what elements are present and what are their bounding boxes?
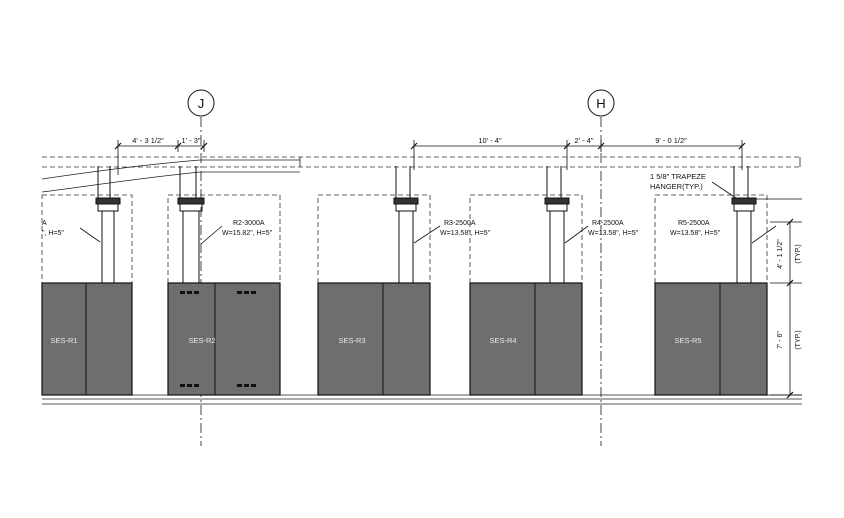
- grid-bubble-j[interactable]: J: [187, 89, 215, 117]
- dim-top-5: 9' - 0 1/2": [655, 136, 687, 145]
- callout-r4-line2: W=13.58", H=5": [588, 230, 639, 237]
- grid-lines: [200, 117, 602, 446]
- callout-r2-line1: R2-3000A: [233, 220, 265, 227]
- callout-r2-line2: W=15.82", H=5": [222, 230, 273, 237]
- callout-r3-line1: R3-2500A: [444, 220, 476, 227]
- callout-leaders: [79, 225, 777, 245]
- riser-r1: [95, 166, 121, 283]
- callout-r5-line2: W=13.58", H=5": [670, 230, 721, 237]
- panel-ses-r1[interactable]: SES-R1: [41, 282, 133, 396]
- dim-right-upper: 4' - 1 1/2": [777, 239, 784, 269]
- panel-label: SES-R1: [50, 336, 77, 345]
- panel-ses-r3[interactable]: SES-R3: [317, 282, 431, 396]
- panel-ses-r2[interactable]: SES-R2: [167, 282, 281, 396]
- panel-label: SES-R5: [674, 336, 701, 345]
- riser-r5: [731, 166, 757, 283]
- dim-right-upper-note: (TYP.): [795, 244, 802, 263]
- panel-ses-r5[interactable]: SES-R5: [654, 282, 768, 396]
- dim-right-lower-note: (TYP.): [795, 330, 802, 349]
- panels: SES-R1 SES-R2 SES-R3 SES-R4 SE: [41, 282, 768, 396]
- grid-bubble-h-label: H: [596, 96, 605, 111]
- panel-label: SES-R2: [188, 336, 215, 345]
- ceiling-lines: [41, 156, 802, 193]
- panel-label: SES-R3: [338, 336, 365, 345]
- riser-r3: [393, 166, 419, 283]
- trapeze-leader: [711, 181, 737, 199]
- dim-top-3: 10' - 4": [478, 136, 502, 145]
- riser-r4: [544, 166, 570, 283]
- floor-lines: [42, 394, 802, 405]
- dim-right-lower: 7' - 6": [777, 331, 784, 349]
- trapeze-note-line2: HANGER(TYP.): [650, 182, 703, 191]
- riser-r2: [177, 166, 205, 283]
- trapeze-note-line1: 1 5/8" TRAPEZE: [650, 172, 706, 181]
- dim-top-4: 2' - 4": [574, 136, 593, 145]
- callout-r1-line2: ", H=5": [42, 230, 64, 237]
- callout-r4-line1: R4-2500A: [592, 220, 624, 227]
- callout-r5-line1: R5-2500A: [678, 220, 710, 227]
- top-dimensions: [114, 140, 746, 175]
- dim-top-1: 4' - 3 1/2": [132, 136, 164, 145]
- callout-r1-line1: A: [42, 220, 47, 227]
- panel-label: SES-R4: [489, 336, 516, 345]
- right-dimensions: [756, 198, 802, 399]
- dim-top-2: 1' - 3": [181, 136, 200, 145]
- grid-bubble-j-label: J: [198, 96, 205, 111]
- panel-ses-r4[interactable]: SES-R4: [469, 282, 583, 396]
- grid-bubble-h[interactable]: H: [587, 89, 615, 117]
- clearance-boxes: [41, 194, 768, 284]
- callout-r3-line2: W=13.58", H=5": [440, 230, 491, 237]
- conduit-risers: [95, 166, 757, 283]
